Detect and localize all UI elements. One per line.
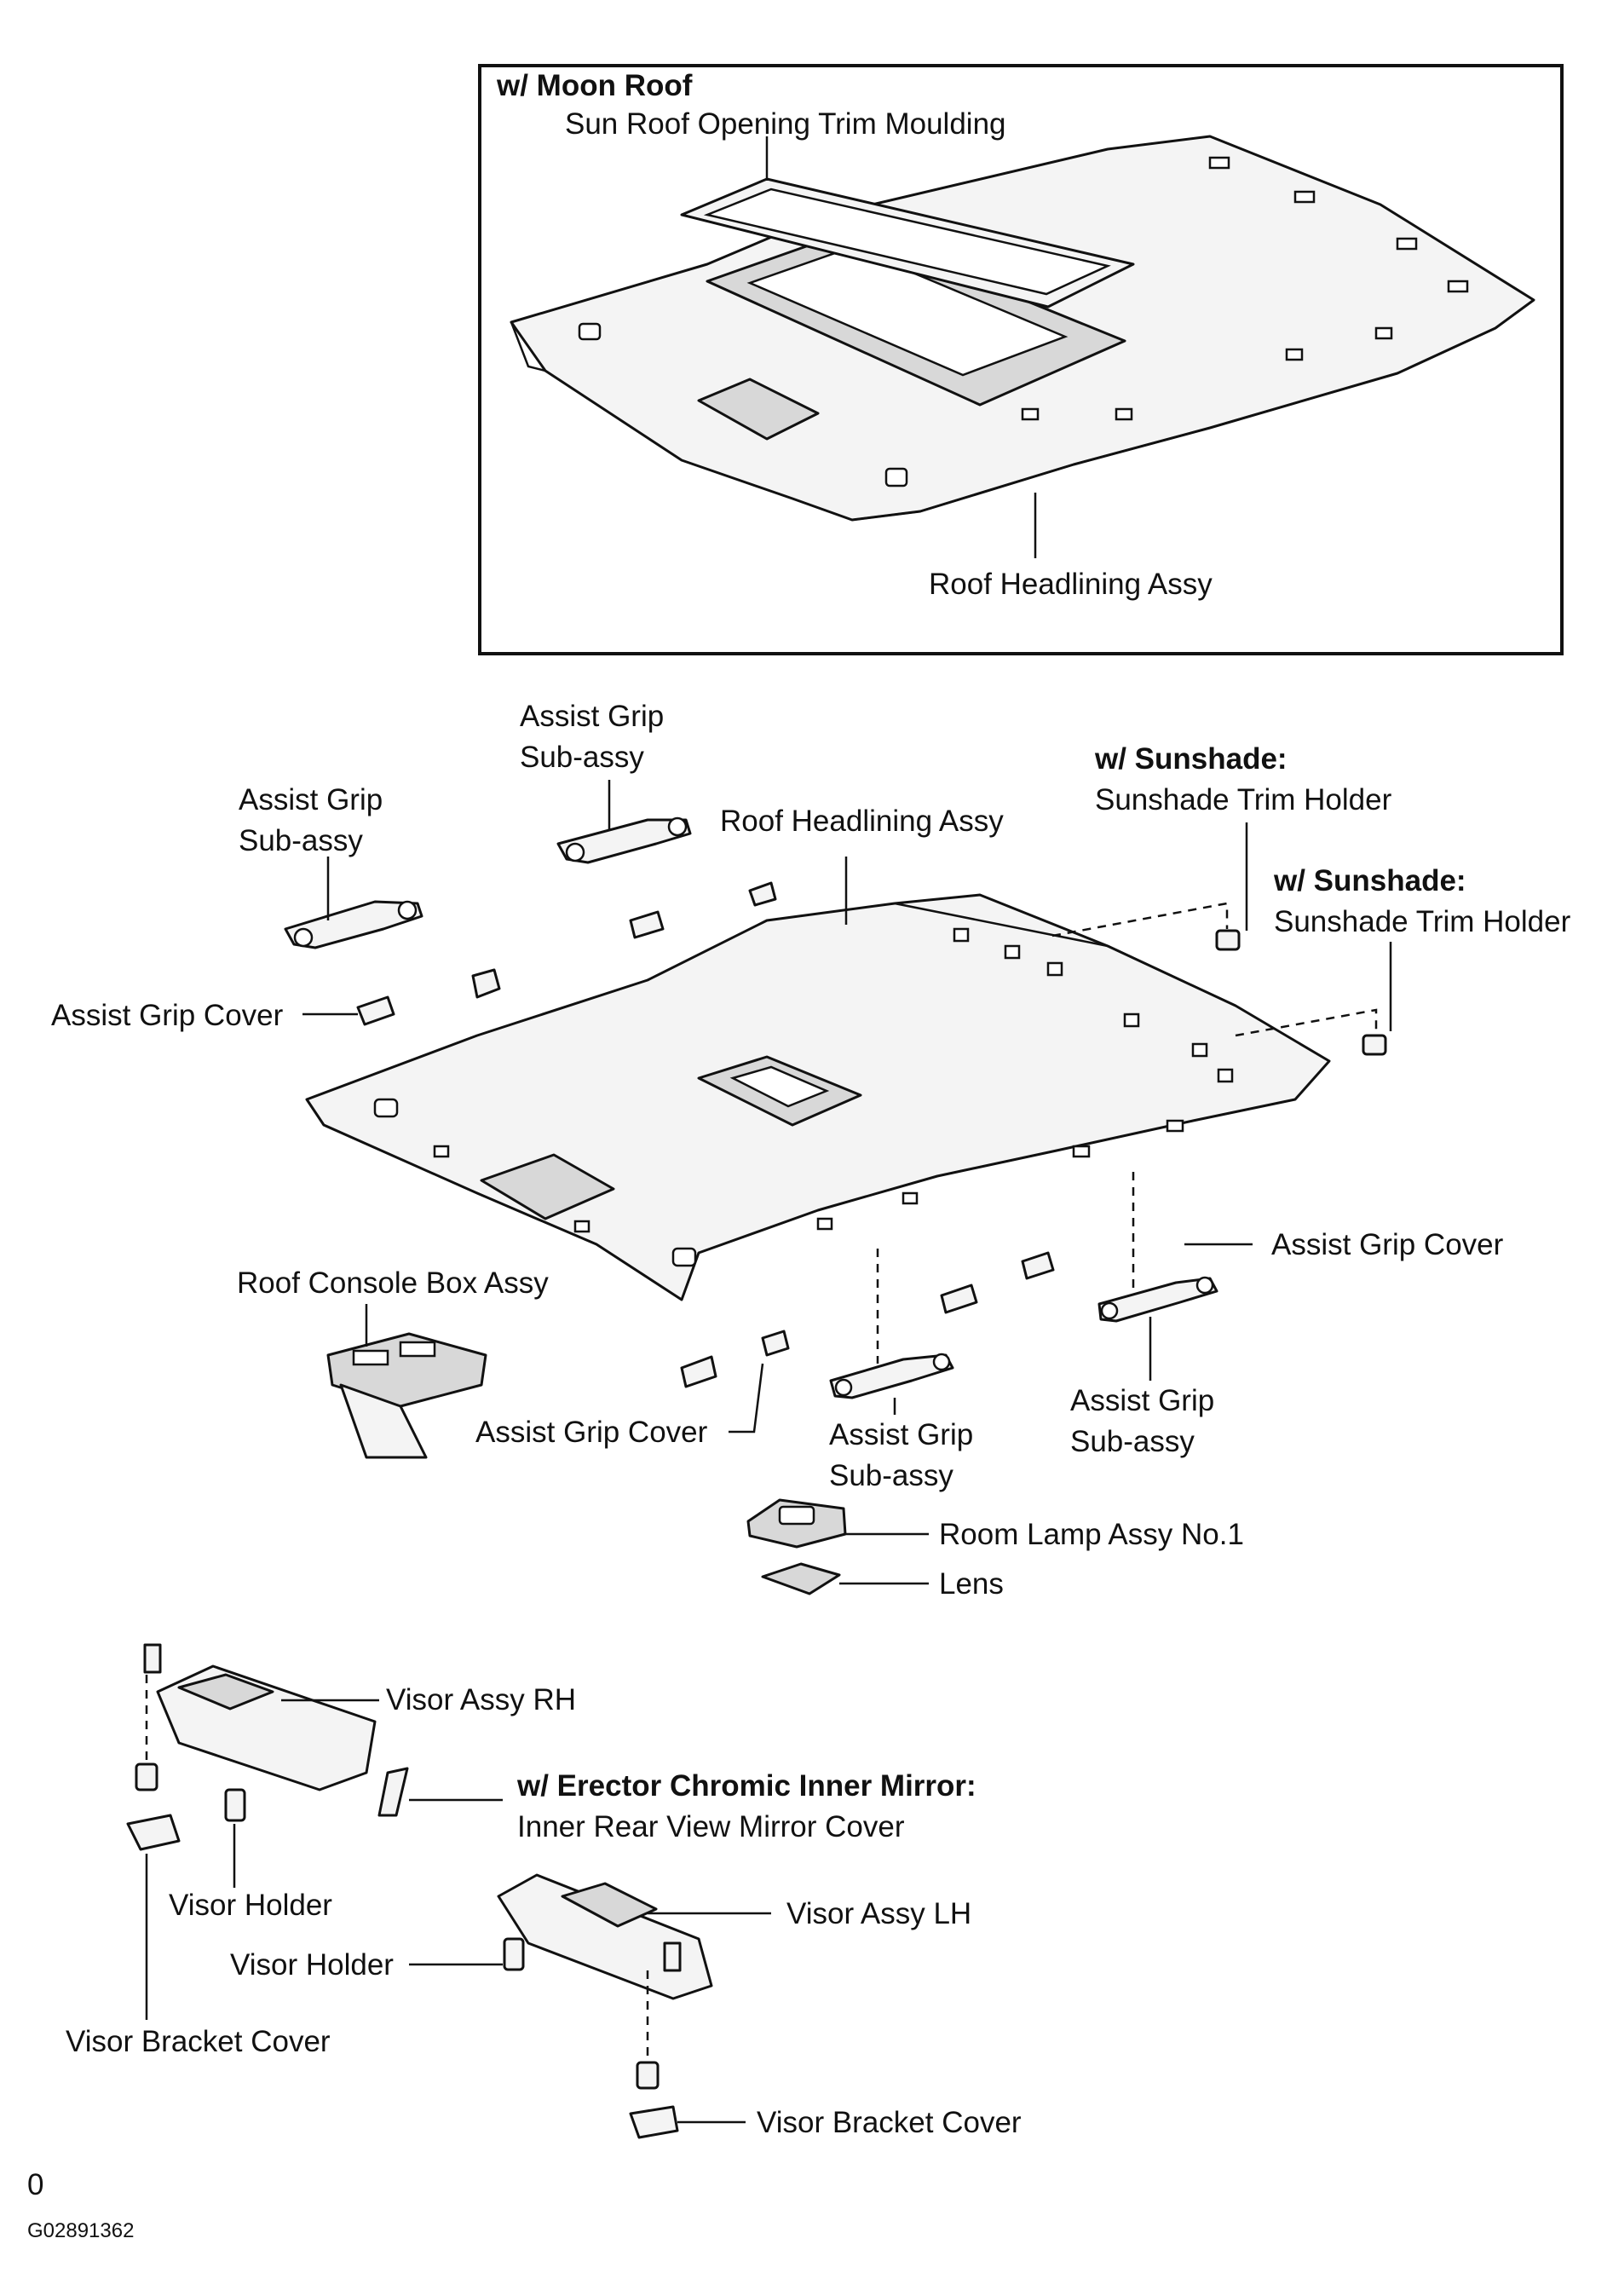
label-roof-console-box: Roof Console Box Assy xyxy=(237,1266,549,1300)
label-assist-grip-center-line2: Sub-assy xyxy=(829,1459,953,1492)
assist-grip-covers-illustration xyxy=(356,881,1055,1388)
label-room-lamp: Room Lamp Assy No.1 xyxy=(939,1518,1244,1551)
label-assist-grip-right-line1: Assist Grip xyxy=(1070,1384,1214,1417)
label-moon-roof-headlining: Roof Headlining Assy xyxy=(929,568,1213,601)
moon-roof-frame xyxy=(478,64,1564,655)
label-assist-grip-cover-left: Assist Grip Cover xyxy=(51,999,284,1032)
room-lamp-illustration xyxy=(746,1498,847,1549)
dash-sunshade-lower xyxy=(1235,1008,1378,1037)
sunshade-trim-holder-lower-illustration xyxy=(1362,1034,1387,1056)
label-visor-holder-lh: Visor Holder xyxy=(230,1948,394,1982)
label-visor-rh: Visor Assy RH xyxy=(386,1683,576,1716)
roof-headlining-illustration xyxy=(305,893,1331,1301)
page-marker: 0 xyxy=(27,2168,43,2201)
label-assist-grip-right-line2: Sub-assy xyxy=(1070,1425,1195,1458)
label-assist-grip-cover-right: Assist Grip Cover xyxy=(1271,1228,1504,1261)
label-visor-lh: Visor Assy LH xyxy=(786,1897,971,1930)
label-assist-grip-cover-center: Assist Grip Cover xyxy=(475,1416,708,1449)
visor-bracket-covers-illustration xyxy=(126,1814,679,2139)
visor-rh-illustration xyxy=(143,1643,377,1791)
label-sunshade-lower-condition: w/ Sunshade: xyxy=(1273,864,1466,897)
roof-console-box-illustration xyxy=(326,1332,487,1459)
inner-mirror-cover-illustration xyxy=(377,1767,409,1817)
sun-roof-opening-trim-moulding-illustration xyxy=(680,177,1135,309)
visor-screws-illustration xyxy=(135,1762,660,2090)
label-assist-grip-center-line1: Assist Grip xyxy=(829,1418,973,1451)
figure-id: G02891362 xyxy=(27,2219,134,2242)
label-roof-headlining: Roof Headlining Assy xyxy=(720,805,1004,838)
lens-illustration xyxy=(761,1562,841,1595)
label-mirror-cover: Inner Rear View Mirror Cover xyxy=(517,1810,905,1843)
label-sunshade-upper-holder: Sunshade Trim Holder xyxy=(1095,783,1392,816)
label-assist-grip-left-line1: Assist Grip xyxy=(239,783,383,816)
label-mirror-condition: w/ Erector Chromic Inner Mirror: xyxy=(516,1769,976,1803)
label-lens: Lens xyxy=(939,1567,1004,1601)
assist-grip-center-illustration xyxy=(829,1353,954,1399)
dash-sunshade-upper xyxy=(1051,902,1229,937)
label-assist-grip-left-line2: Sub-assy xyxy=(239,824,363,857)
label-visor-holder-rh: Visor Holder xyxy=(169,1889,332,1922)
label-assist-grip-top-line2: Sub-assy xyxy=(520,741,644,774)
label-assist-grip-top-line1: Assist Grip xyxy=(520,700,664,733)
moon-roof-headlining-illustration xyxy=(510,135,1535,522)
label-visor-bracket-cover-rh: Visor Bracket Cover xyxy=(66,2025,331,2058)
label-sun-roof-opening-trim-moulding: Sun Roof Opening Trim Moulding xyxy=(565,107,1006,141)
assist-grip-top-illustration xyxy=(556,816,692,864)
label-sunshade-lower-holder: Sunshade Trim Holder xyxy=(1274,905,1571,938)
label-sunshade-upper-condition: w/ Sunshade: xyxy=(1094,742,1288,776)
assist-grip-left-illustration xyxy=(284,900,423,949)
visor-lh-illustration xyxy=(497,1873,713,2000)
leader-grip-cover-center xyxy=(729,1363,764,1434)
visor-holders-illustration xyxy=(224,1788,525,1971)
label-visor-bracket-cover-lh: Visor Bracket Cover xyxy=(757,2106,1022,2139)
assist-grip-right-illustration xyxy=(1097,1276,1218,1323)
moon-roof-heading: w/ Moon Roof xyxy=(496,69,693,102)
sunshade-trim-holder-upper-illustration xyxy=(1215,929,1241,951)
